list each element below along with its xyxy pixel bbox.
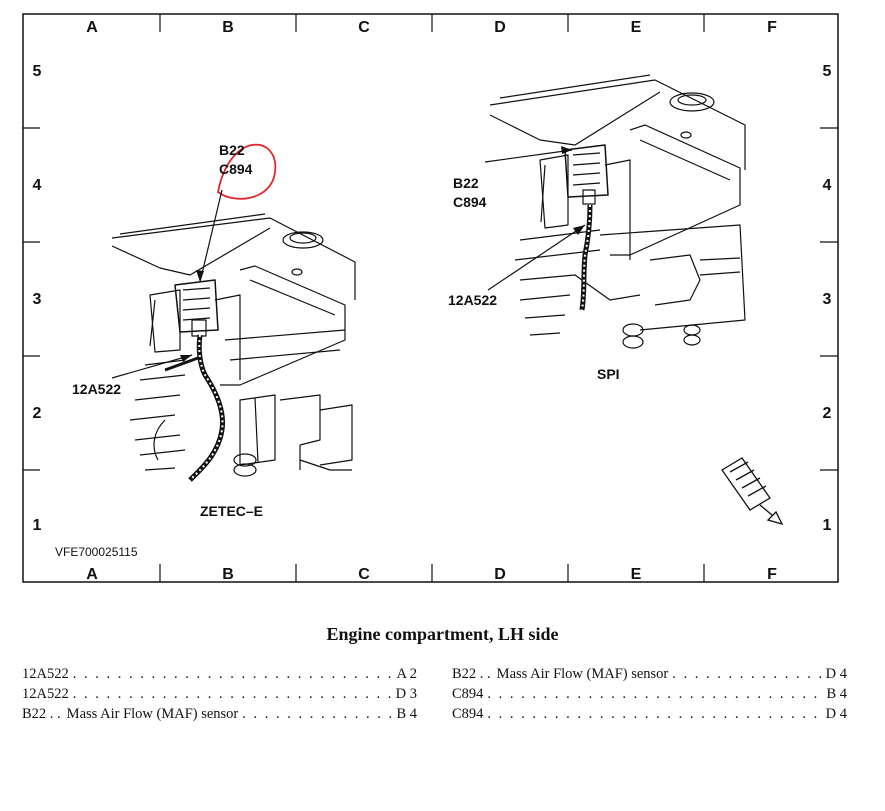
index-location: B 4 [396, 706, 417, 722]
figure-id: VFE700025115 [55, 545, 138, 559]
callout-harness-right: 12A522 [448, 292, 497, 308]
index-description: Mass Air Flow (MAF) sensor [496, 666, 669, 682]
leader-arrow [573, 225, 585, 235]
leader-arrow [180, 355, 192, 362]
highlight-circle [217, 143, 277, 200]
spi-engine-illustration [489, 74, 746, 349]
index-row: B22 . . Mass Air Flow (MAF) sensor D 4 [452, 664, 847, 684]
callout-b22-left: B22 [219, 142, 245, 158]
grid-col-label-top: D [494, 19, 506, 36]
grid-row-label-left: 5 [33, 63, 42, 80]
grid-row-label-left: 2 [33, 405, 42, 422]
connector-view-icon [721, 457, 784, 526]
index-code: C894 [452, 706, 484, 722]
index-row: 12A522 A 2 [22, 664, 417, 684]
grid-row-label-right: 4 [823, 177, 832, 194]
index-code: 12A522 [22, 666, 69, 682]
grid-row-label-left: 4 [33, 177, 42, 194]
grid-row-label-right: 2 [823, 405, 832, 422]
left-row-ticks [23, 127, 40, 471]
index-code: C894 [452, 686, 484, 702]
leader-line [487, 224, 586, 291]
grid-row-label-left: 1 [33, 517, 42, 534]
grid-col-label-bottom: E [631, 566, 642, 583]
figure-caption: Engine compartment, LH side [326, 624, 559, 644]
variant-label-right: SPI [597, 366, 620, 382]
engine-compartment-diagram: A B C D E F A B C D E F 5 4 3 2 1 5 4 3 … [22, 13, 839, 583]
leader-line [199, 189, 223, 283]
index-location: B 4 [826, 686, 847, 702]
callout-c894-left: C894 [219, 161, 253, 177]
index-row: C894 D 4 [452, 704, 847, 724]
right-row-ticks [820, 127, 838, 471]
bottom-column-ticks [159, 564, 705, 582]
index-location: D 4 [825, 706, 847, 722]
leader-arrow [561, 146, 572, 154]
variant-label-left: ZETEC–E [200, 503, 263, 519]
index-location: A 2 [396, 666, 417, 682]
callout-harness-left: 12A522 [72, 381, 121, 397]
top-column-ticks [159, 14, 705, 32]
callout-c894-right: C894 [453, 194, 487, 210]
index-location: D 4 [825, 666, 847, 682]
leader-arrow [196, 270, 204, 282]
index-code: B22 . . [22, 706, 61, 722]
grid-col-label-bottom: F [767, 566, 777, 583]
leader-line [484, 149, 573, 163]
grid-col-label-bottom: C [358, 566, 370, 583]
index-location: D 3 [395, 686, 417, 702]
grid-col-label-top: B [222, 19, 234, 36]
grid-col-label-top: C [358, 19, 370, 36]
grid-col-label-bottom: B [222, 566, 234, 583]
grid-col-label-top: F [767, 19, 777, 36]
leader-line [111, 354, 193, 379]
grid-col-label-bottom: D [494, 566, 506, 583]
index-code: B22 . . [452, 666, 491, 682]
grid-col-label-bottom: A [86, 566, 98, 583]
grid-row-label-right: 1 [823, 517, 832, 534]
index-row: C894 B 4 [452, 684, 847, 704]
grid-row-label-left: 3 [33, 291, 42, 308]
diagram-frame [22, 13, 839, 583]
zetec-engine-illustration [111, 213, 356, 482]
grid-row-label-right: 3 [823, 291, 832, 308]
index-row: 12A522 D 3 [22, 684, 417, 704]
index-code: 12A522 [22, 686, 69, 702]
grid-col-label-top: A [86, 19, 98, 36]
index-column-left: 12A522 A 2 12A522 D 3 B22 . . Mass Air F… [22, 664, 417, 724]
index-description: Mass Air Flow (MAF) sensor [66, 706, 239, 722]
callout-b22-right: B22 [453, 175, 479, 191]
grid-col-label-top: E [631, 19, 642, 36]
index-column-right: B22 . . Mass Air Flow (MAF) sensor D 4 C… [452, 664, 847, 724]
index-row: B22 . . Mass Air Flow (MAF) sensor B 4 [22, 704, 417, 724]
grid-row-label-right: 5 [823, 63, 832, 80]
